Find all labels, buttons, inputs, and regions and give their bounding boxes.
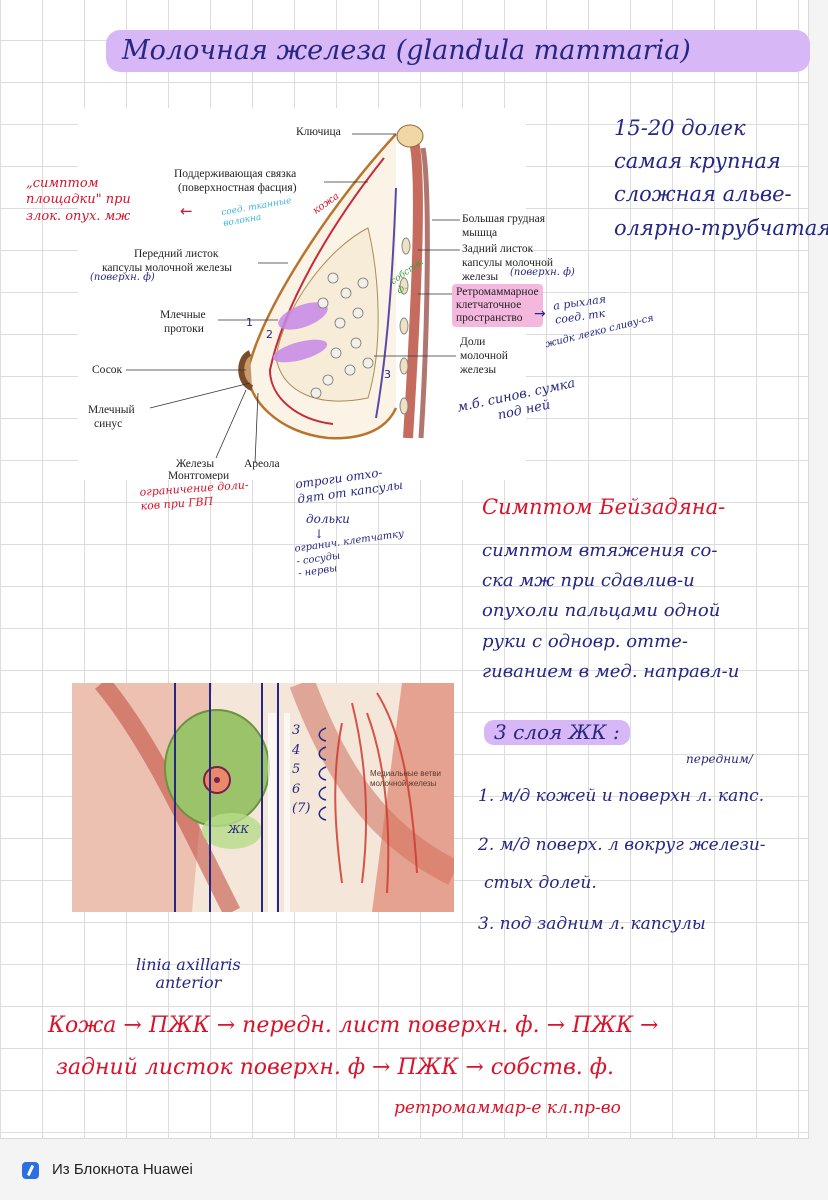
label-zhk: ЖК (228, 823, 249, 836)
chain-line-3: ретромаммар-е кл.пр-во (394, 1098, 621, 1118)
label-sinus-2: синус (94, 418, 123, 430)
page-title: Молочная железа (glandula mammaria) (106, 30, 810, 72)
note-montgomery-limit: ограничение доли- ков при ГВП (139, 478, 250, 513)
label-ducts-2: протоки (164, 323, 204, 335)
label-medial-branches: Медиальные ветви молочной железы (370, 769, 442, 788)
label-clavicle: Ключица (296, 126, 341, 138)
breast-section-illustration: 1 2 3 Ключица Поддерживающая связка (пов… (78, 108, 553, 480)
footer-text: Из Блокнота Huawei (52, 1161, 193, 1178)
benzadyan-description: симптом втяжения со- ска мж при сдавлив-… (482, 540, 740, 682)
label-retromammary: Ретромаммарное клетчаточное пространство (452, 284, 543, 327)
layers-heading: 3 слоя ЖК : (484, 720, 630, 745)
label-post-3: железы (462, 271, 499, 283)
note-superficial-fascia-post: (поверхн. ф) (510, 267, 575, 278)
breast-anterior-drawing (72, 683, 454, 912)
label-areola: Ареола (244, 458, 280, 470)
label-montgomery-1: Железы (176, 458, 215, 470)
note-anterior: передним/ (686, 752, 753, 766)
note-superficial-fascia-ant: (поверхн. ф) (90, 272, 155, 283)
label-ducts-1: Млечные (160, 309, 206, 321)
fact-type-1: сложная альве- (614, 182, 792, 207)
label-post-1: Задний листок (462, 243, 534, 255)
sector-number-1: 1 (246, 316, 253, 329)
fact-largest: самая крупная (614, 149, 781, 174)
chain-line-1: Кожа → ПЖК → передн. лист поверхн. ф. → … (48, 1013, 659, 1038)
notebook-page: Молочная железа (glandula mammaria) (0, 0, 828, 1139)
benzadyan-heading: Симптом Бейзадяна- (482, 495, 726, 519)
layers-list: 1. м/д кожей и поверхн л. капс. 2. м/д п… (478, 772, 766, 949)
note-lobules: дольки ↓ (306, 512, 350, 541)
label-ligament-2: (поверхностная фасция) (178, 182, 297, 194)
chain-line-2: задний листок поверхн. ф → ПЖК → собств.… (56, 1055, 614, 1080)
label-axillary-line: linia axillaris anterior (136, 955, 241, 993)
layer-2: 2. м/д поверх. л вокруг желези- (478, 835, 766, 856)
arrow-right-icon: → (534, 306, 546, 322)
sector-number-2: 2 (266, 328, 273, 341)
breast-anterior-illustration: 3 4 5 6 (7) Медиальные ветви молочной же… (72, 683, 454, 912)
label-ligament-1: Поддерживающая связка (174, 168, 297, 180)
label-pec-1: Большая грудная (462, 213, 546, 225)
layer-1: 1. м/д кожей и поверхн л. капс. (478, 786, 765, 806)
note-symptom-platform: „симптом площадки" при злок. опух. мж (26, 176, 131, 224)
note-loose-tissue: а рыхлая соед. тк (552, 292, 607, 327)
sector-number-3: 3 (384, 368, 391, 381)
rib-numbers: 3 4 5 6 (7) (292, 723, 311, 816)
label-lobes-3: железы (460, 364, 497, 376)
label-pec-2: мышца (462, 227, 498, 239)
label-montgomery-2: Монтгомери (168, 470, 230, 480)
label-post-2: капсулы молочной (462, 257, 553, 269)
fact-lobe-count: 15-20 долек (614, 116, 746, 140)
facts-block: 15-20 долек самая крупная сложная альве-… (614, 112, 828, 245)
breast-section-drawing: 1 2 3 (126, 124, 460, 464)
notes-app-icon (22, 1162, 39, 1179)
arrow-left-icon: ← (180, 202, 193, 220)
label-lobes-2: молочной (460, 350, 508, 362)
label-ant-1: Передний листок (134, 248, 219, 260)
layer-3: 3. под задним л. капсулы (478, 913, 706, 934)
label-nipple: Сосок (92, 364, 123, 376)
label-ant-2: капсулы молочной железы (102, 262, 232, 274)
layer-2-cont: стых долей. (484, 872, 597, 893)
label-lobes-1: Доли (460, 336, 486, 348)
label-sinus-1: Млечный (88, 404, 135, 416)
fact-type-2: олярно-трубчатая (614, 215, 828, 240)
